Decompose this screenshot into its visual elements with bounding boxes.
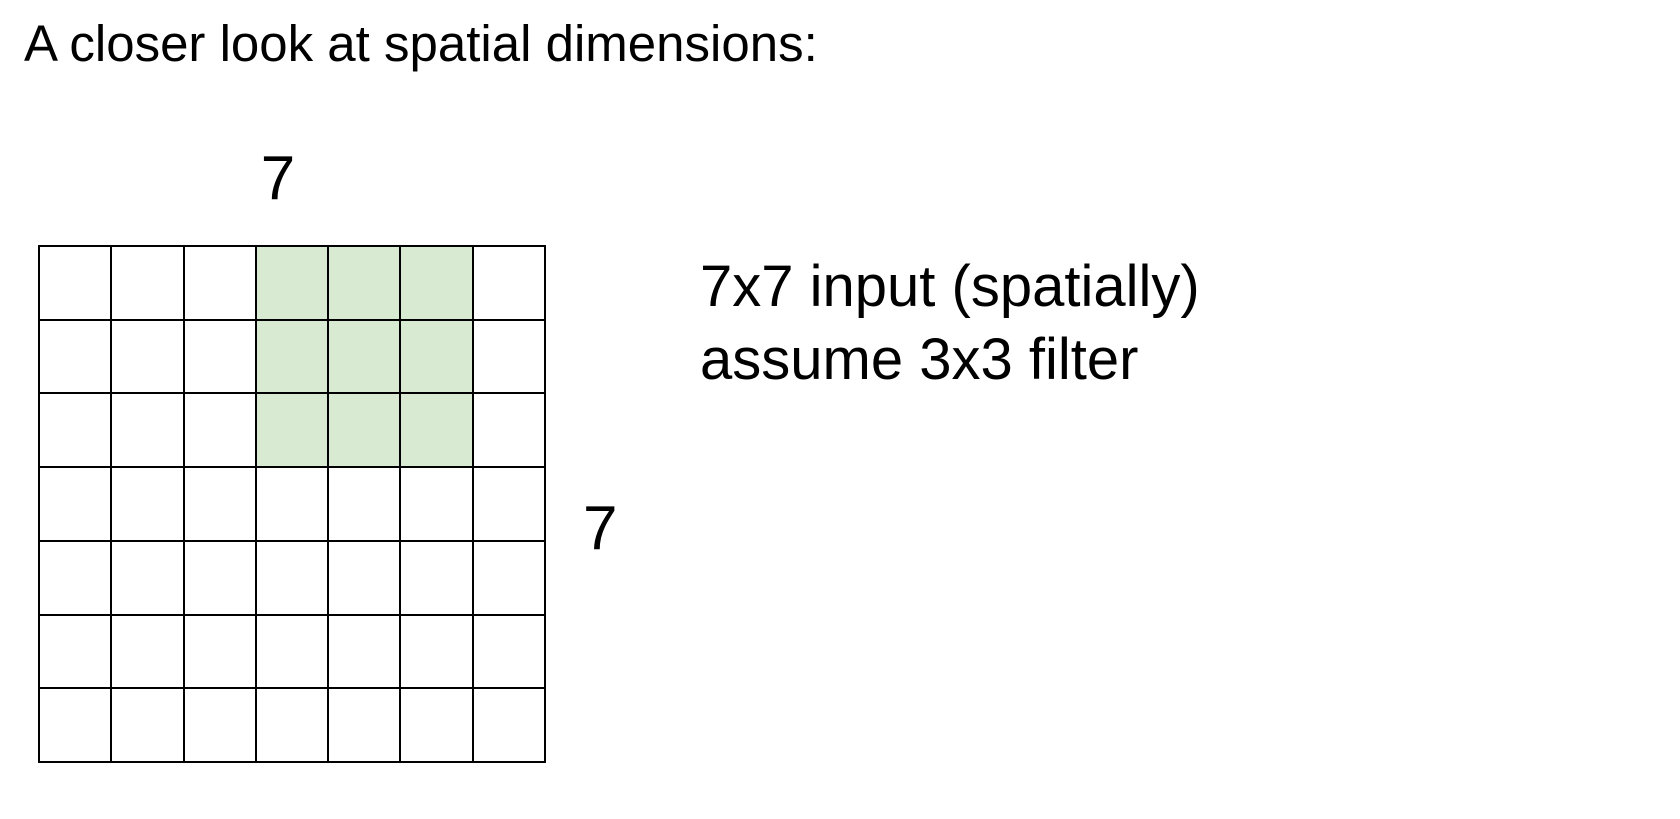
grid-cell-highlighted bbox=[329, 247, 400, 319]
grid-cell bbox=[473, 689, 544, 761]
grid-cell bbox=[401, 468, 472, 540]
grid-cell-highlighted bbox=[401, 320, 472, 393]
grid-cell bbox=[184, 394, 255, 467]
grid-cell bbox=[329, 689, 400, 761]
grid-cell bbox=[473, 541, 544, 614]
grid-cell bbox=[184, 615, 255, 688]
grid-cell bbox=[184, 320, 255, 393]
grid-cell bbox=[112, 320, 183, 393]
grid-cell bbox=[473, 468, 544, 540]
grid-cell bbox=[184, 689, 255, 761]
grid-cell bbox=[329, 541, 400, 614]
grid-cell bbox=[473, 320, 544, 393]
grid-width-label: 7 bbox=[260, 144, 296, 213]
grid-cell bbox=[329, 615, 400, 688]
grid-cell bbox=[40, 394, 111, 467]
slide-title: A closer look at spatial dimensions: bbox=[24, 15, 818, 72]
grid-cell bbox=[40, 468, 111, 540]
grid-cell bbox=[401, 689, 472, 761]
grid-cell bbox=[112, 468, 183, 540]
grid-height-label: 7 bbox=[583, 494, 618, 563]
grid-cell-highlighted bbox=[401, 247, 472, 319]
grid-cell bbox=[473, 394, 544, 467]
grid-cell bbox=[40, 615, 111, 688]
grid-cell bbox=[401, 615, 472, 688]
grid-cell bbox=[112, 689, 183, 761]
grid-cell-highlighted bbox=[256, 320, 328, 393]
grid-cell bbox=[40, 247, 111, 319]
grid-cell bbox=[256, 541, 328, 614]
grid-cell bbox=[184, 247, 255, 319]
grid-cell bbox=[40, 689, 111, 761]
caption-line-input: 7x7 input (spatially) bbox=[700, 254, 1200, 319]
grid-cell bbox=[401, 541, 472, 614]
grid-cell bbox=[40, 541, 111, 614]
grid-cell bbox=[329, 468, 400, 540]
grid-cell-highlighted bbox=[256, 247, 328, 319]
grid-cell-highlighted bbox=[329, 320, 400, 393]
grid-cell bbox=[112, 247, 183, 319]
grid-cell bbox=[473, 615, 544, 688]
grid-cell-highlighted bbox=[401, 394, 472, 467]
grid-cell bbox=[112, 394, 183, 467]
grid-cell bbox=[40, 320, 111, 393]
caption-line-filter: assume 3x3 filter bbox=[700, 327, 1139, 392]
grid-cell bbox=[256, 689, 328, 761]
grid-cell bbox=[112, 541, 183, 614]
grid-cell bbox=[473, 247, 544, 319]
input-grid bbox=[38, 245, 546, 763]
grid-cell bbox=[112, 615, 183, 688]
grid-cell-highlighted bbox=[256, 394, 328, 467]
grid-cell bbox=[256, 615, 328, 688]
caption-block: 7x7 input (spatially) assume 3x3 filter bbox=[700, 250, 1200, 396]
grid-cell bbox=[184, 468, 255, 540]
grid-cell bbox=[256, 468, 328, 540]
grid-cell bbox=[184, 541, 255, 614]
grid-cell-highlighted bbox=[329, 394, 400, 467]
